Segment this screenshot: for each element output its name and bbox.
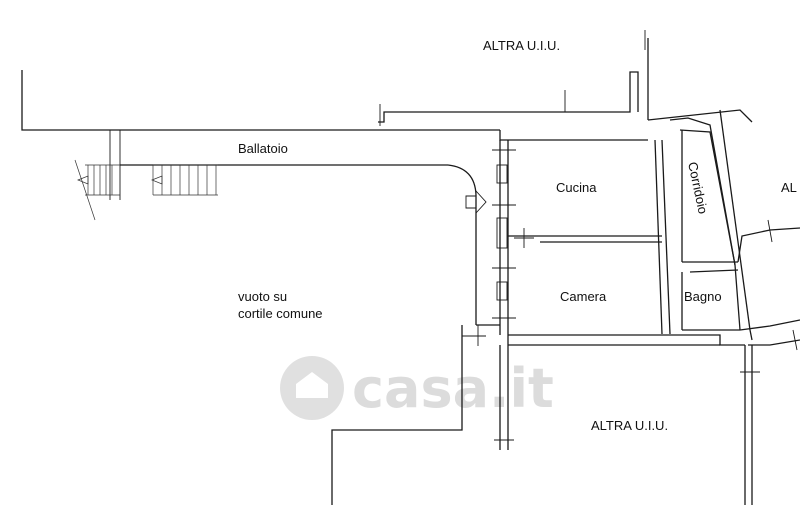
label-altra-uiu-bottom: ALTRA U.I.U. — [591, 418, 668, 433]
ballatoio-walls — [21, 70, 477, 325]
label-altra-uiu-right: AL — [781, 180, 797, 195]
facade-openings — [492, 149, 534, 441]
label-camera: Camera — [560, 289, 607, 304]
watermark-text: casa.it — [352, 357, 554, 420]
stairs-middle — [151, 164, 218, 196]
label-altra-uiu-top: ALTRA U.I.U. — [483, 38, 560, 53]
label-cucina: Cucina — [556, 180, 597, 195]
label-ballatoio: Ballatoio — [238, 141, 288, 156]
label-vuoto-line1: vuoto su — [238, 289, 287, 304]
apartment-walls — [331, 140, 745, 505]
right-walls — [737, 219, 800, 505]
watermark-logo: casa.it — [280, 356, 554, 420]
interior-walls — [508, 109, 753, 341]
top-walls — [378, 30, 753, 141]
label-corridoio: Corridoio — [685, 161, 711, 216]
label-vuoto-line2: cortile comune — [238, 306, 323, 321]
label-bagno: Bagno — [684, 289, 722, 304]
entrance-arrow-icon — [465, 189, 487, 215]
stairs-left — [74, 159, 120, 221]
